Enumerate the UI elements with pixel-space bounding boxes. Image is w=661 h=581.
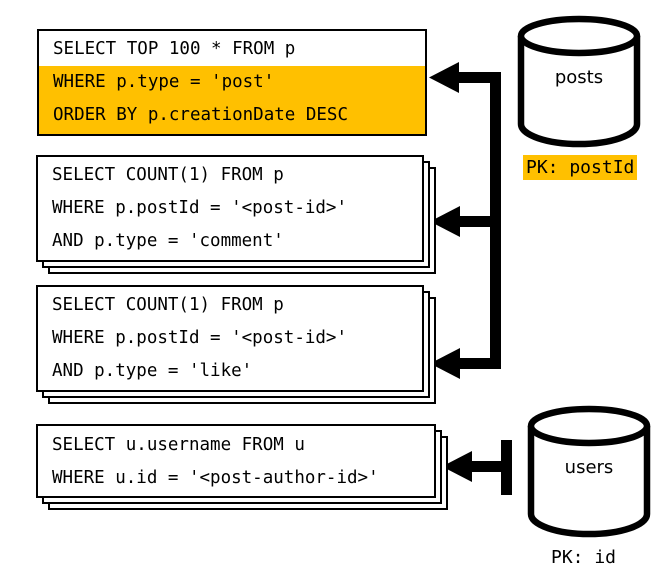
- query-line: WHERE p.postId = '<post-id>': [52, 198, 348, 218]
- query-line-highlighted: WHERE p.type = 'post': [39, 66, 425, 99]
- posts-bottom-branch: [448, 358, 499, 369]
- query-line: AND p.type = 'comment': [52, 231, 284, 251]
- primary-key-label-users: PK: id: [551, 547, 617, 568]
- cylinder-shape-users: [527, 405, 651, 538]
- query-line: SELECT COUNT(1) FROM p: [52, 295, 284, 315]
- arrowhead-username-query: [442, 451, 472, 482]
- query-line: WHERE u.id = '<post-author-id>': [52, 468, 379, 488]
- query-line: AND p.type = 'like': [52, 361, 253, 381]
- arrowhead-like-count-query: [430, 348, 460, 379]
- cylinder-top-posts: [517, 15, 641, 57]
- users-connector-group: [442, 440, 512, 495]
- users-branch-line: [460, 461, 508, 472]
- datastore-users-container[interactable]: users: [526, 405, 652, 538]
- query-box-like-count-query[interactable]: SELECT COUNT(1) FROM p WHERE p.postId = …: [36, 285, 424, 392]
- query-line: SELECT TOP 100 * FROM p: [53, 39, 296, 59]
- posts-top-branch: [447, 72, 499, 83]
- cylinder-body-users: [527, 426, 651, 538]
- cylinder-body-posts: [517, 36, 641, 148]
- query-line: SELECT u.username FROM u: [52, 435, 305, 455]
- cylinder-top-users: [527, 405, 651, 447]
- query-card-comment-count-query[interactable]: SELECT COUNT(1) FROM p WHERE p.postId = …: [36, 155, 436, 275]
- query-box-comment-count-query[interactable]: SELECT COUNT(1) FROM p WHERE p.postId = …: [36, 155, 424, 262]
- primary-key-label-posts: PK: postId: [523, 155, 638, 180]
- query-line-highlighted: ORDER BY p.creationDate DESC: [39, 99, 425, 134]
- query-card-username-query[interactable]: SELECT u.username FROM u WHERE u.id = '<…: [36, 424, 448, 512]
- query-box-top-posts-query[interactable]: SELECT TOP 100 * FROM p WHERE p.type = '…: [37, 29, 427, 136]
- datastore-label-posts: posts: [554, 67, 604, 88]
- query-line: WHERE p.postId = '<post-id>': [52, 328, 348, 348]
- query-card-top-posts-query[interactable]: SELECT TOP 100 * FROM p WHERE p.type = '…: [37, 29, 427, 136]
- query-line: SELECT COUNT(1) FROM p: [52, 165, 284, 185]
- posts-connector-group: [429, 62, 501, 379]
- arrowhead-comment-count-query: [430, 206, 460, 237]
- datastore-posts-container[interactable]: posts: [516, 15, 642, 148]
- posts-middle-branch: [448, 216, 499, 227]
- query-card-like-count-query[interactable]: SELECT COUNT(1) FROM p WHERE p.postId = …: [36, 285, 436, 405]
- arrowhead-top-posts-query: [429, 62, 459, 93]
- datastore-label-users: users: [564, 457, 614, 478]
- cylinder-shape-posts: [517, 15, 641, 148]
- query-box-username-query[interactable]: SELECT u.username FROM u WHERE u.id = '<…: [36, 424, 436, 498]
